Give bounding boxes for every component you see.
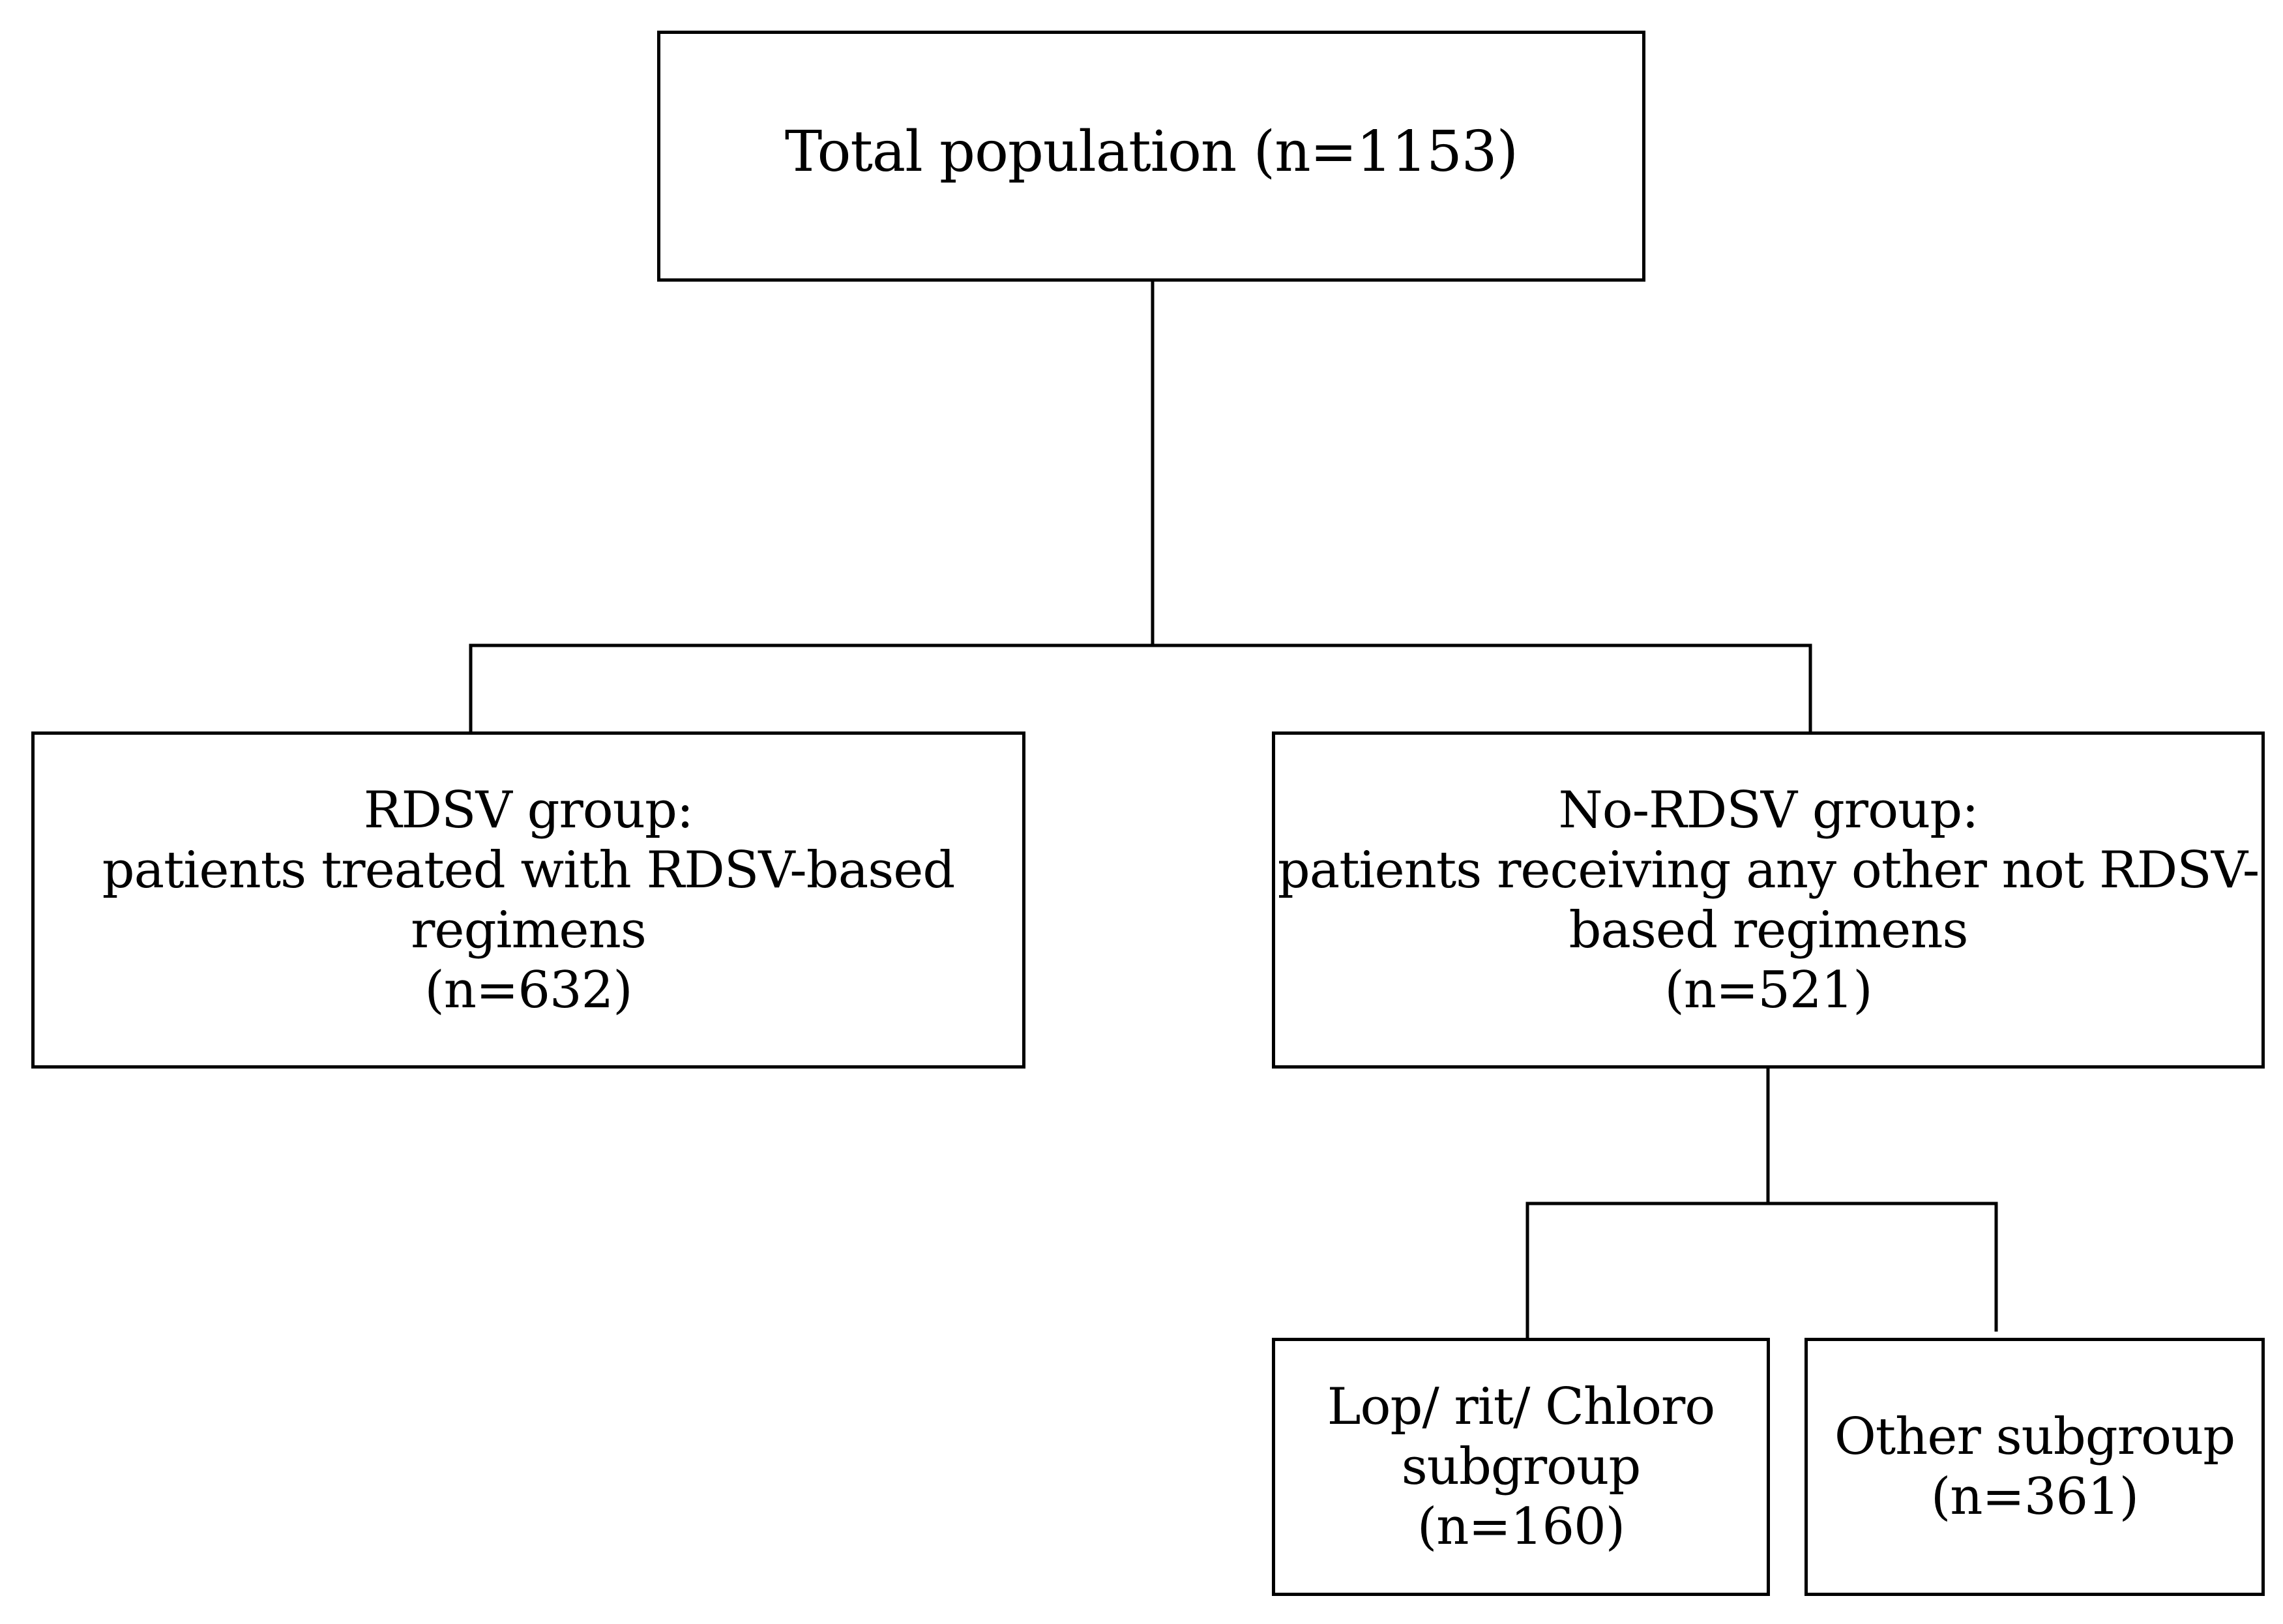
- node-total-population-text: Total population (n=1153): [785, 119, 1518, 185]
- node-other-line: Other subgroup: [1834, 1408, 2235, 1466]
- node-lop-rit-chloro-subgroup: Lop/ rit/ Chloro subgroup (n=160): [1272, 1338, 1770, 1596]
- node-no-rdsv-group-text: No-RDSV group: patients receiving any ot…: [1277, 780, 2260, 1020]
- node-no-rdsv-line: based regimens: [1569, 900, 1968, 960]
- node-rdsv-line: RDSV group:: [363, 780, 694, 840]
- node-lop-line: (n=160): [1417, 1498, 1625, 1556]
- node-lop-rit-chloro-text: Lop/ rit/ Chloro subgroup (n=160): [1327, 1377, 1715, 1557]
- node-no-rdsv-line: (n=521): [1664, 960, 1872, 1020]
- node-no-rdsv-line: No-RDSV group:: [1558, 780, 1979, 840]
- node-total-line: Total population (n=1153): [784, 119, 1518, 185]
- node-rdsv-line: patients treated with RDSV-based: [102, 840, 956, 900]
- node-other-line: (n=361): [1930, 1468, 2139, 1526]
- node-other-subgroup-text: Other subgroup (n=361): [1834, 1407, 2235, 1527]
- node-no-rdsv-group: No-RDSV group: patients receiving any ot…: [1272, 731, 2265, 1069]
- node-rdsv-group: RDSV group: patients treated with RDSV-b…: [31, 731, 1025, 1069]
- node-rdsv-line: regimens: [411, 900, 647, 960]
- node-other-subgroup: Other subgroup (n=361): [1804, 1338, 2265, 1596]
- node-no-rdsv-line: patients receiving any other not RDSV-: [1277, 840, 2260, 900]
- node-total-population: Total population (n=1153): [657, 31, 1645, 282]
- node-lop-line: Lop/ rit/ Chloro: [1327, 1378, 1715, 1436]
- node-lop-line: subgroup: [1401, 1438, 1642, 1496]
- node-rdsv-group-text: RDSV group: patients treated with RDSV-b…: [102, 780, 956, 1020]
- node-rdsv-line: (n=632): [424, 960, 632, 1020]
